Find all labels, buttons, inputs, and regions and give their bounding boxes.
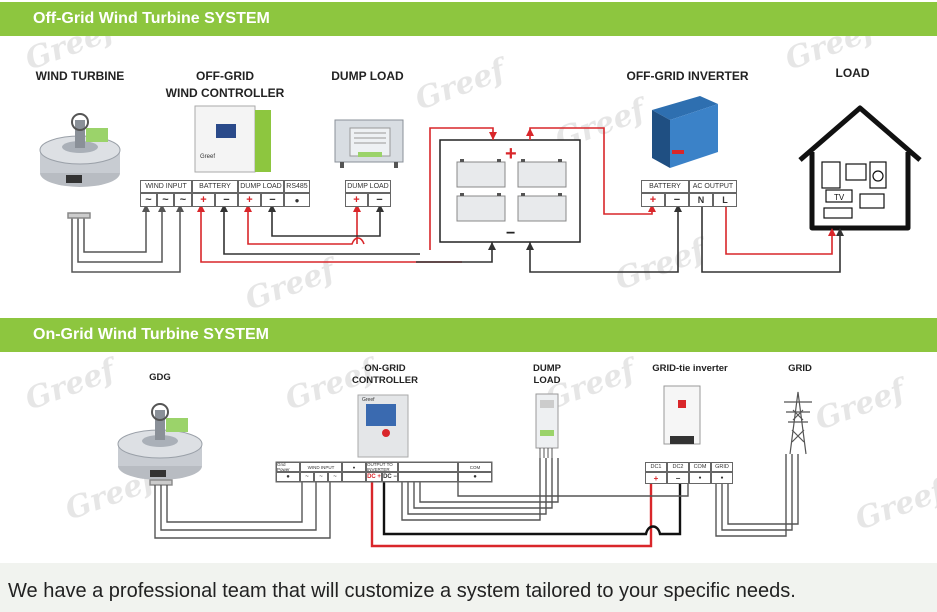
footer-text: We have a professional team that will cu… <box>8 580 796 602</box>
dumpload-plus-terminal: + <box>345 193 368 207</box>
gdg-wires <box>149 479 331 539</box>
gridtie-grid-terminal: ● <box>711 472 733 484</box>
watermark: Greef <box>411 51 515 117</box>
watermark: Greef <box>241 251 345 317</box>
ongrid-controller-image: Greef <box>357 394 409 458</box>
dc2-header: DC2 <box>667 462 689 472</box>
dumpload-minus-terminal: − <box>368 193 391 207</box>
ongrid-extra-terminal <box>342 472 366 482</box>
ongrid-dumpload-image <box>535 393 559 458</box>
dump-minus-terminal: − <box>261 193 284 207</box>
inverter-plus-terminal: + <box>641 193 665 207</box>
inverter-ac-output-header: AC OUTPUT <box>689 180 737 193</box>
gdg-image <box>117 403 203 480</box>
ongrid-wires <box>370 454 799 548</box>
footer-bar: We have a professional team that will cu… <box>0 563 937 612</box>
battery-plus-sign: + <box>505 143 517 165</box>
offgrid-controller-image: Greef <box>194 105 271 173</box>
offgrid-controller-label-line1: OFF-GRID <box>196 69 254 83</box>
watermark: Greef <box>811 371 915 437</box>
dc1-header: DC1 <box>645 462 667 472</box>
ongrid-dc-minus-terminal: DC − <box>382 472 398 482</box>
offgrid-controller-label-line2: WIND CONTROLLER <box>165 86 285 100</box>
turbine-wires <box>67 205 181 273</box>
battery-plus-terminal: + <box>192 193 215 207</box>
inverter-l-terminal: L <box>713 193 737 207</box>
ongrid-aux-terminals <box>398 472 458 482</box>
tv-label: TV <box>834 193 845 202</box>
dump-plus-terminal: + <box>238 193 261 207</box>
wind-turbine-image <box>39 113 121 187</box>
gridtie-com-terminal: ● <box>689 472 711 484</box>
ongrid-controller-label-line1: ON-GRID <box>364 363 406 374</box>
inverter-n-terminal: N <box>689 193 713 207</box>
offgrid-inverter-label: OFF-GRID INVERTER <box>626 69 749 83</box>
ongrid-controller-label-line2: CONTROLLER <box>352 375 418 386</box>
gridtie-inverter-label: GRID-tie inverter <box>652 363 728 374</box>
ongrid-ac-terminal-3: ~ <box>328 472 342 482</box>
ongrid-ac-terminal-1: ~ <box>300 472 314 482</box>
dumpload-terminal-header: DUMP LOAD <box>345 180 391 193</box>
output-to-inverter-header: OUTPUT TO INVERTER <box>366 462 398 472</box>
ongrid-dot-header: ● <box>342 462 366 472</box>
watermark: Greef <box>611 231 715 297</box>
ongrid-aux-header <box>398 462 458 472</box>
offgrid-banner: Off-Grid Wind Turbine SYSTEM <box>0 2 937 36</box>
offgrid-wire-arrows <box>142 128 844 250</box>
ongrid-com-header: COM <box>458 462 492 472</box>
house-appliances <box>821 161 887 219</box>
grid-power-terminal: ● <box>276 472 300 482</box>
dumpload-label: DUMP LOAD <box>331 69 404 83</box>
grid-power-header: Grid Power <box>276 462 300 472</box>
wind-turbine-label: WIND TURBINE <box>35 69 125 83</box>
ac-terminal-2: ~ <box>157 193 174 207</box>
battery-minus-sign: − <box>506 225 515 242</box>
ongrid-dump-label-line1: DUMP <box>533 363 561 374</box>
gridtie-inverter-image <box>663 385 701 445</box>
gdg-label: GDG <box>149 372 171 383</box>
gridtie-grid-header: GRID <box>711 462 733 472</box>
gridtie-com-header: COM <box>689 462 711 472</box>
svg-text:Greef: Greef <box>200 154 215 160</box>
gridtie-minus-terminal: − <box>667 472 689 484</box>
watermark: Greef <box>21 351 125 417</box>
rs485-terminal: ● <box>284 193 310 207</box>
ongrid-ac-terminal-2: ~ <box>314 472 328 482</box>
load-house-image <box>798 105 922 231</box>
ongrid-wind-input-header: WIND INPUT <box>300 462 342 472</box>
offgrid-wires <box>200 127 841 273</box>
dump-load-header: DUMP LOAD <box>238 180 284 193</box>
watermark: Greef <box>851 471 937 537</box>
offgrid-inverter-image <box>652 96 718 168</box>
battery-minus-terminal: − <box>215 193 238 207</box>
ongrid-banner: On-Grid Wind Turbine SYSTEM <box>0 318 937 352</box>
inverter-minus-terminal: − <box>665 193 689 207</box>
battery-bank <box>439 139 581 243</box>
ongrid-dc-plus-terminal: DC + <box>366 472 382 482</box>
rs485-header: RS485 <box>284 180 310 193</box>
grid-label: GRID <box>788 363 812 374</box>
ac-terminal-1: ~ <box>140 193 157 207</box>
ac-terminal-3: ~ <box>174 193 192 207</box>
svg-text:Greef: Greef <box>362 397 375 403</box>
inverter-battery-header: BATTERY <box>641 180 689 193</box>
battery-header: BATTERY <box>192 180 238 193</box>
dumpload-image <box>334 119 404 168</box>
load-label: LOAD <box>835 66 870 80</box>
wind-input-header: WIND INPUT <box>140 180 192 193</box>
grid-tower-image <box>784 391 812 455</box>
ongrid-dump-label-line2: LOAD <box>533 375 561 386</box>
gridtie-plus-terminal: + <box>645 472 667 484</box>
ongrid-com-terminal: ● <box>458 472 492 482</box>
